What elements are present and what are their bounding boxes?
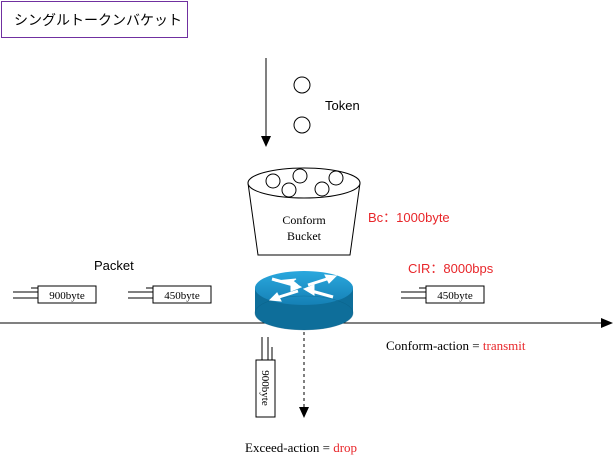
conform-action-label: Conform-action = xyxy=(386,338,483,353)
exceed-action-value: drop xyxy=(333,440,357,455)
bucket-token xyxy=(292,168,308,184)
packet-left-2-label: 450byte xyxy=(164,290,200,302)
exceed-action: Exceed-action = drop xyxy=(245,440,357,455)
diagram-title-box: シングルトークンバケット xyxy=(1,1,188,38)
conform-bucket: Conform Bucket xyxy=(247,167,361,256)
token-label: Token xyxy=(325,98,360,113)
packet-left-1: 900byte xyxy=(13,285,97,304)
token-circle xyxy=(293,116,311,134)
bucket-token xyxy=(281,182,297,198)
packet-dropped: 900byte xyxy=(255,337,276,418)
token-arrow xyxy=(261,58,271,147)
packet-right: 450byte xyxy=(401,285,485,304)
conform-action: Conform-action = transmit xyxy=(386,338,526,353)
bucket-token xyxy=(265,173,281,189)
bucket-label-line1: Conform xyxy=(282,213,326,227)
conform-action-value: transmit xyxy=(483,338,526,353)
bc-label: Bc：1000byte xyxy=(368,210,450,225)
packet-right-label: 450byte xyxy=(437,290,473,302)
packet-left-1-label: 900byte xyxy=(49,290,85,302)
bucket-token xyxy=(328,170,344,186)
packet-label: Packet xyxy=(94,258,134,273)
router-icon xyxy=(254,271,354,331)
exceed-action-label: Exceed-action = xyxy=(245,440,333,455)
exceed-arrow xyxy=(299,332,309,418)
bucket-label-line2: Bucket xyxy=(287,229,322,243)
packet-left-2: 450byte xyxy=(128,285,212,304)
bucket-token xyxy=(314,181,330,197)
packet-dropped-label: 900byte xyxy=(259,370,271,406)
diagram-title: シングルトークンバケット xyxy=(14,12,182,29)
token-circle xyxy=(293,76,311,94)
cir-label: CIR：8000bps xyxy=(408,261,494,276)
